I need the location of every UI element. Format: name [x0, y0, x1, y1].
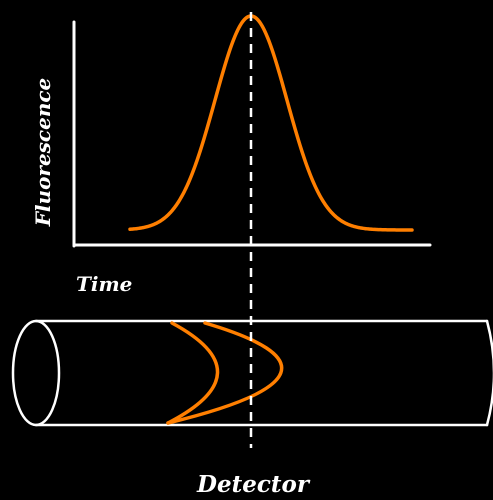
capillary-tube — [11, 319, 493, 427]
graph-axes — [72, 20, 432, 248]
fluorescence-peak-curve — [128, 14, 414, 232]
x-axis-label: Time — [76, 272, 132, 296]
y-axis-label: Fluorescence — [31, 78, 55, 228]
flow-front-rear — [166, 321, 220, 425]
tube-far-end — [485, 319, 493, 427]
flow-profile — [166, 321, 284, 425]
flow-front-leading — [166, 321, 284, 425]
detector-label: Detector — [196, 471, 311, 498]
tube-open-end — [11, 319, 61, 427]
